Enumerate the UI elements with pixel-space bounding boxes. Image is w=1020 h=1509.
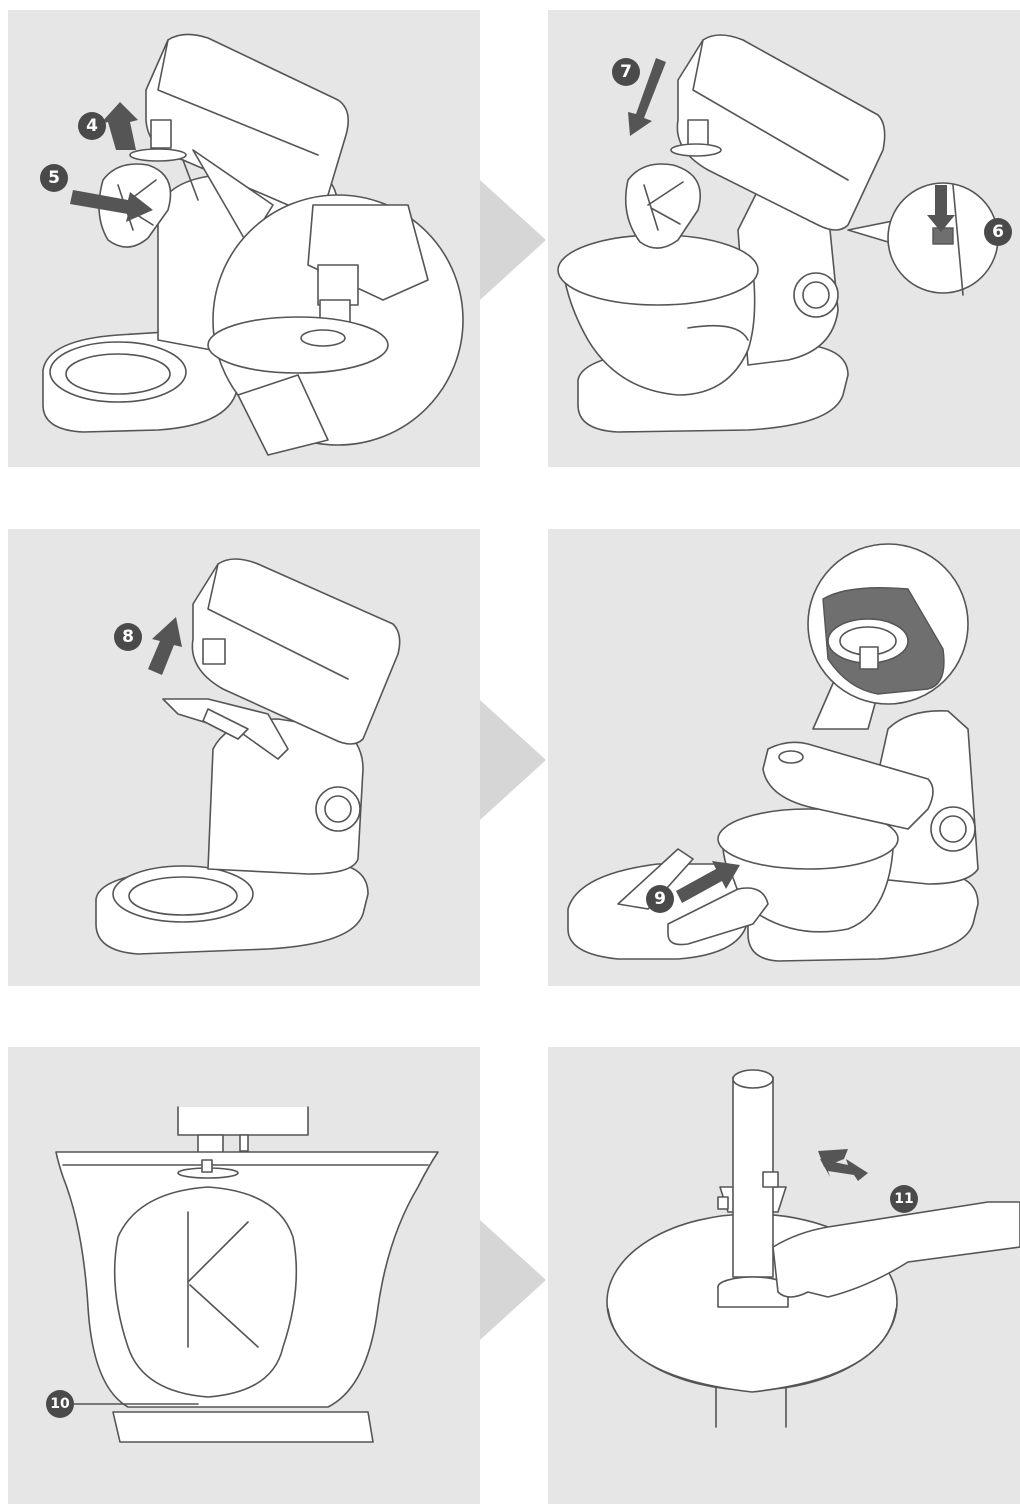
rotate-arrow-head-icon <box>818 1149 848 1167</box>
mixer-adjust-tool-illustration: 9 <box>567 543 979 962</box>
mixer-attach-illustration: 4 5 <box>40 33 464 456</box>
panel-step-10: 10 <box>8 1047 480 1504</box>
step-badge-5: 5 <box>40 164 68 192</box>
sequence-arrow-1 <box>480 180 546 300</box>
svg-text:11: 11 <box>894 1191 913 1207</box>
beater-clearance-illustration: 10 <box>46 1106 439 1443</box>
mixer-lower-head-illustration: 6 7 <box>557 34 1012 433</box>
down-arrow-icon <box>927 185 955 232</box>
raise-arrow-icon <box>148 617 182 675</box>
diagonal-down-arrow-icon <box>628 58 666 136</box>
svg-text:6: 6 <box>992 222 1004 242</box>
spanner-adjust-illustration: 11 <box>606 1069 1020 1428</box>
insert-arrow-icon <box>676 861 740 903</box>
right-arrow-icon <box>70 190 153 222</box>
step-badge-8: 8 <box>114 623 142 651</box>
rotate-arrow-icon <box>820 1159 868 1181</box>
step-badge-10: 10 <box>46 1390 74 1418</box>
svg-text:10: 10 <box>50 1396 70 1412</box>
step-badge-9: 9 <box>646 885 674 913</box>
panel-step-6-7: 6 7 <box>548 10 1020 467</box>
step-badge-7: 7 <box>612 58 640 86</box>
svg-text:8: 8 <box>122 627 134 647</box>
svg-text:9: 9 <box>654 889 666 909</box>
step-badge-4: 4 <box>78 112 106 140</box>
sequence-arrow-3 <box>480 1220 546 1340</box>
svg-text:7: 7 <box>620 62 632 82</box>
svg-text:5: 5 <box>48 168 60 188</box>
panel-step-11: 11 <box>548 1047 1020 1504</box>
sequence-arrow-2 <box>480 700 546 820</box>
panel-step-9: 9 <box>548 529 1020 986</box>
panel-step-4-5: 4 5 <box>8 10 480 467</box>
panel-step-8: 8 <box>8 529 480 986</box>
svg-text:4: 4 <box>86 116 98 136</box>
up-arrow-icon <box>100 102 138 150</box>
step-badge-6: 6 <box>984 218 1012 246</box>
step-badge-11: 11 <box>890 1185 918 1213</box>
mixer-raise-head-illustration: 8 <box>95 558 401 955</box>
